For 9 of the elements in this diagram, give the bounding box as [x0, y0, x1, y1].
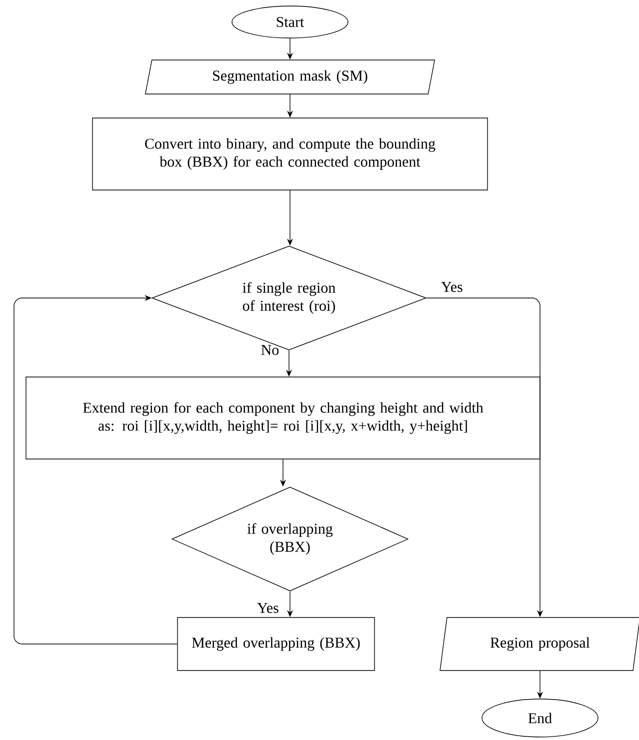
edge-label: Yes: [441, 282, 462, 292]
output-parallelogram: Region proposal: [440, 617, 639, 671]
process-box: Merged overlapping (BBX): [177, 617, 375, 671]
edge-label: Yes: [257, 603, 278, 613]
process-box: Convert into binary, and compute the bounding box (BBX) for each connected component: [92, 118, 488, 190]
process-box: Extend region for each component by changing height and width as: roi [i][x,y,width, height]= roi [i][x,y, x+width, y+height]: [26, 376, 540, 460]
end-terminal: End: [482, 698, 598, 738]
start-terminal: Start: [232, 6, 348, 38]
arrow: [14, 294, 178, 644]
